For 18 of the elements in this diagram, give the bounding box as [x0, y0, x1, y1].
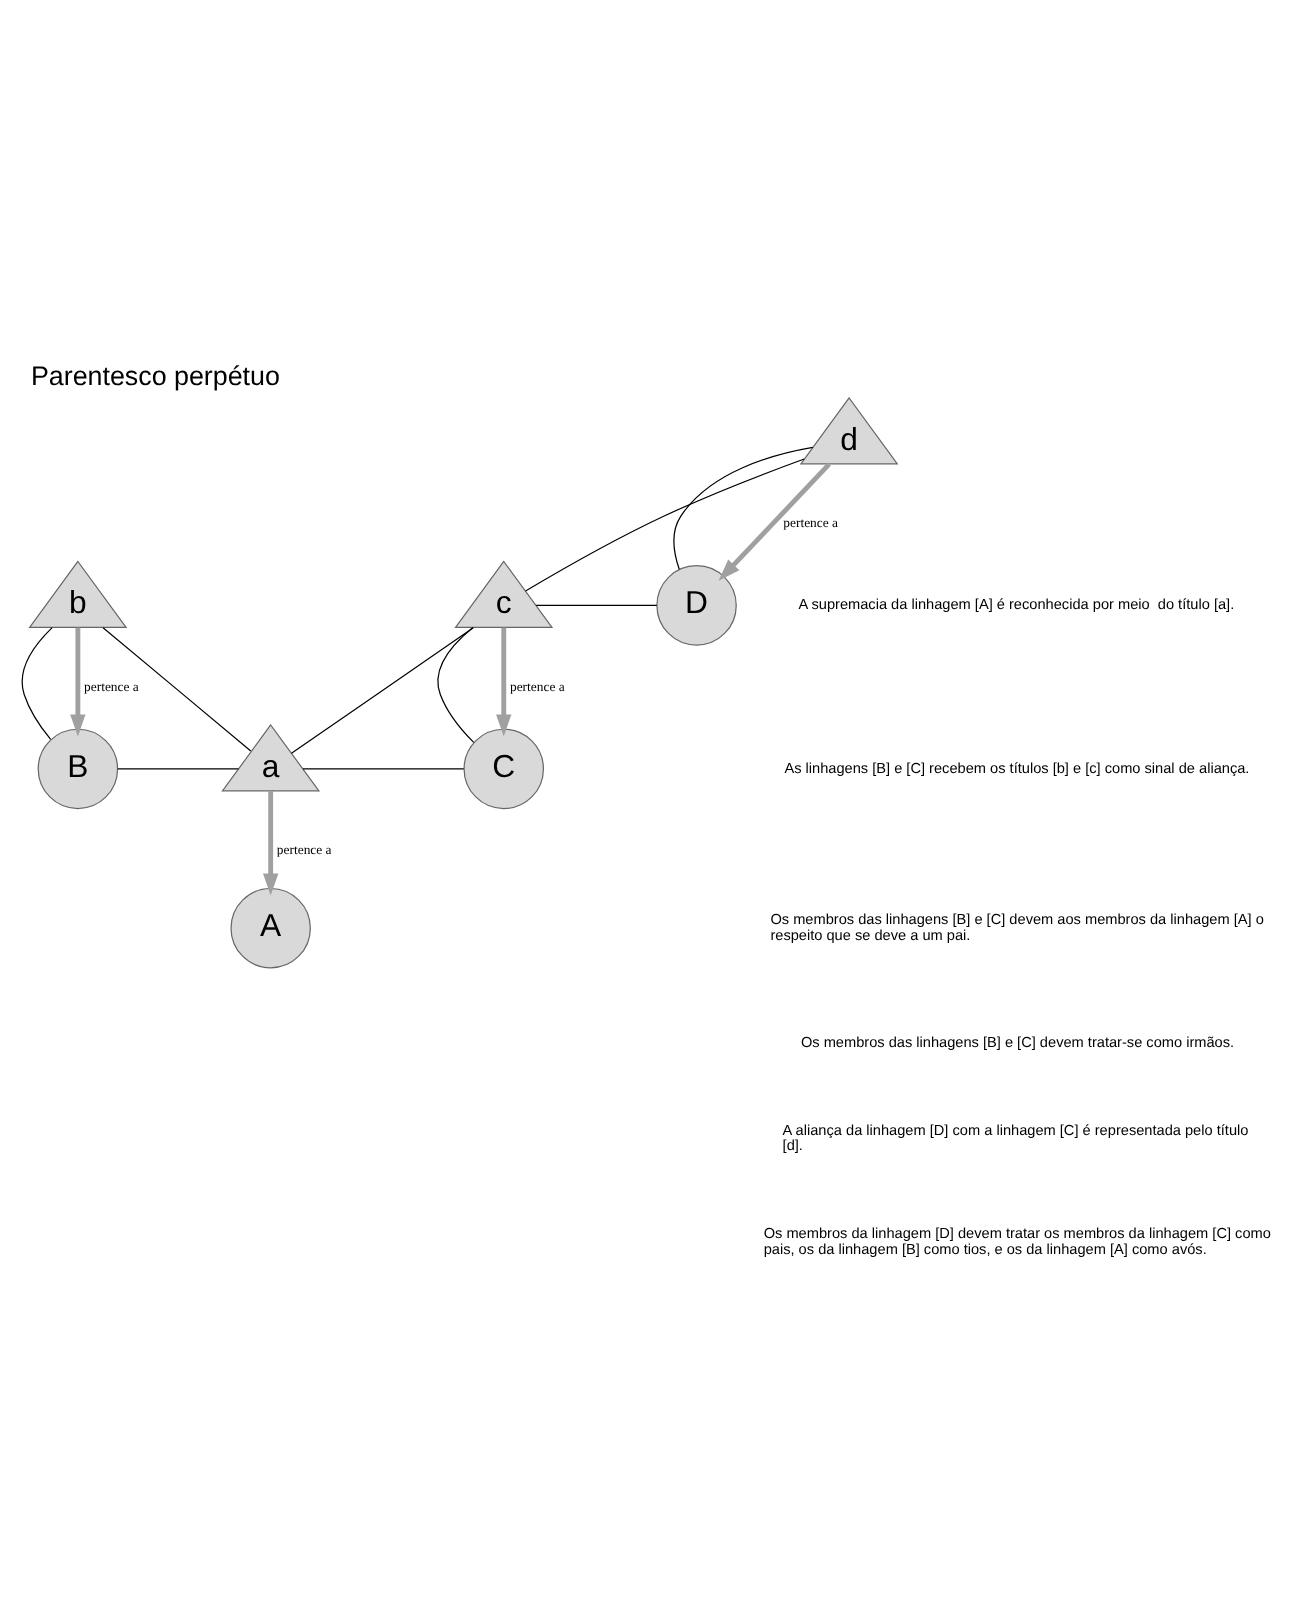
- node-circle: B: [37, 728, 119, 810]
- connector: [302, 768, 465, 770]
- connector: [102, 627, 252, 752]
- connector: [290, 627, 474, 754]
- connector: [673, 446, 814, 570]
- node-circle: A: [230, 887, 311, 969]
- arrow: [496, 627, 512, 737]
- arrow: [262, 790, 279, 896]
- node-circle: D: [656, 565, 737, 646]
- arrow: [718, 462, 831, 581]
- connector: [21, 627, 53, 741]
- connector: [524, 458, 805, 592]
- node-circle: C: [463, 728, 545, 810]
- connector: [117, 768, 240, 770]
- connector: [535, 604, 658, 606]
- connector: [437, 626, 475, 743]
- diagram-title: Parentesco perpétuo: [30, 361, 280, 392]
- arrow: [70, 627, 86, 737]
